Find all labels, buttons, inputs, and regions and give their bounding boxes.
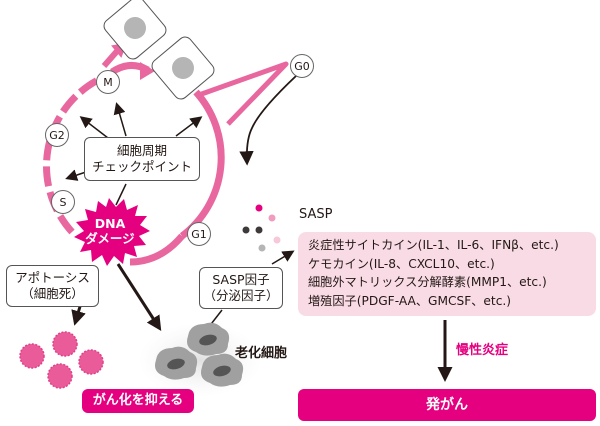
apoptotic-cells bbox=[19, 331, 104, 389]
daughter-cell-2 bbox=[151, 36, 215, 100]
cell-cycle-checkpoint-box: 細胞周期 チェックポイント bbox=[84, 137, 200, 181]
checkpoint-line1: 細胞周期 bbox=[116, 143, 167, 158]
sasp-dot bbox=[255, 204, 263, 212]
sasp-dot bbox=[255, 226, 263, 234]
daughter-cell-1 bbox=[103, 0, 167, 60]
apoptotic-cell bbox=[19, 343, 45, 369]
sasp-title: SASP bbox=[299, 207, 333, 222]
checkpoint-line2: チェックポイント bbox=[91, 159, 192, 174]
apoptotic-cell bbox=[52, 331, 78, 357]
phase-m: M bbox=[96, 70, 120, 94]
phase-g2: G2 bbox=[45, 123, 69, 147]
sasp-factor-line1: SASP因子 bbox=[212, 272, 270, 287]
sasp-item: ケモカイン(IL-8、CXCL10、etc.) bbox=[308, 256, 495, 271]
apoptosis-line2: （細胞死） bbox=[21, 286, 84, 301]
sasp-factor-line2: （分泌因子） bbox=[203, 288, 279, 303]
g0-arrow bbox=[239, 75, 297, 166]
checkpoint-to-dna-line bbox=[115, 183, 127, 206]
carcinogenesis-bar: 発がん bbox=[298, 389, 596, 421]
cell-cycle-arc-g1 bbox=[179, 89, 225, 239]
sasp-item: 細胞外マトリックス分解酵素(MMP1、etc.) bbox=[308, 275, 547, 289]
dna-damage-label: DNA ダメージ bbox=[80, 216, 140, 246]
senescent-cells bbox=[140, 322, 260, 396]
senescent-cell bbox=[187, 322, 230, 356]
sasp-dot bbox=[258, 244, 266, 252]
checkpoint-arrow-g2 bbox=[79, 116, 109, 139]
phase-g1: G1 bbox=[187, 222, 211, 246]
phase-g0: G0 bbox=[290, 54, 314, 78]
apoptosis-box: アポトーシス （細胞死） bbox=[6, 265, 99, 307]
sasp-list-box: 炎症性サイトカイン(IL-1、IL-6、IFNβ、etc.) ケモカイン(IL-… bbox=[298, 232, 596, 316]
dna-damage-line2: ダメージ bbox=[85, 231, 135, 246]
sasp-dot bbox=[242, 226, 250, 234]
sasp-dot bbox=[273, 236, 281, 244]
cell-cycle-arc-bottom bbox=[129, 233, 185, 266]
senescence-arrow bbox=[116, 263, 162, 332]
sasp-item: 炎症性サイトカイン(IL-1、IL-6、IFNβ、etc.) bbox=[308, 238, 559, 252]
chronic-inflammation-label: 慢性炎症 bbox=[456, 343, 509, 358]
suppress-cancer-badge: がん化を抑える bbox=[82, 389, 194, 413]
mitosis-arrow-1 bbox=[101, 48, 121, 68]
phase-s: S bbox=[51, 190, 75, 214]
sasp-item: 増殖因子(PDGF-AA、GMCSF、etc.) bbox=[308, 293, 512, 308]
sasp-dot bbox=[268, 214, 276, 222]
senescent-cell-label: 老化細胞 bbox=[235, 346, 288, 361]
apoptosis-line1: アポトーシス bbox=[15, 270, 90, 285]
checkpoint-arrow-s bbox=[65, 169, 87, 181]
mitosis-arrowhead-2 bbox=[140, 62, 155, 80]
sasp-factor-to-sasp-arrow bbox=[271, 250, 295, 265]
dna-damage-line1: DNA bbox=[94, 216, 126, 231]
senescent-cell bbox=[201, 353, 244, 387]
apoptotic-cell bbox=[78, 349, 104, 375]
apoptotic-cell bbox=[47, 363, 73, 389]
senescent-cell bbox=[155, 346, 198, 380]
g0-branch bbox=[195, 61, 289, 126]
dna-damage-burst bbox=[74, 198, 150, 266]
checkpoint-arrow-m bbox=[113, 102, 127, 137]
sasp-factor-box: SASP因子 （分泌因子） bbox=[199, 267, 283, 309]
checkpoint-arrow-g1 bbox=[175, 116, 203, 137]
